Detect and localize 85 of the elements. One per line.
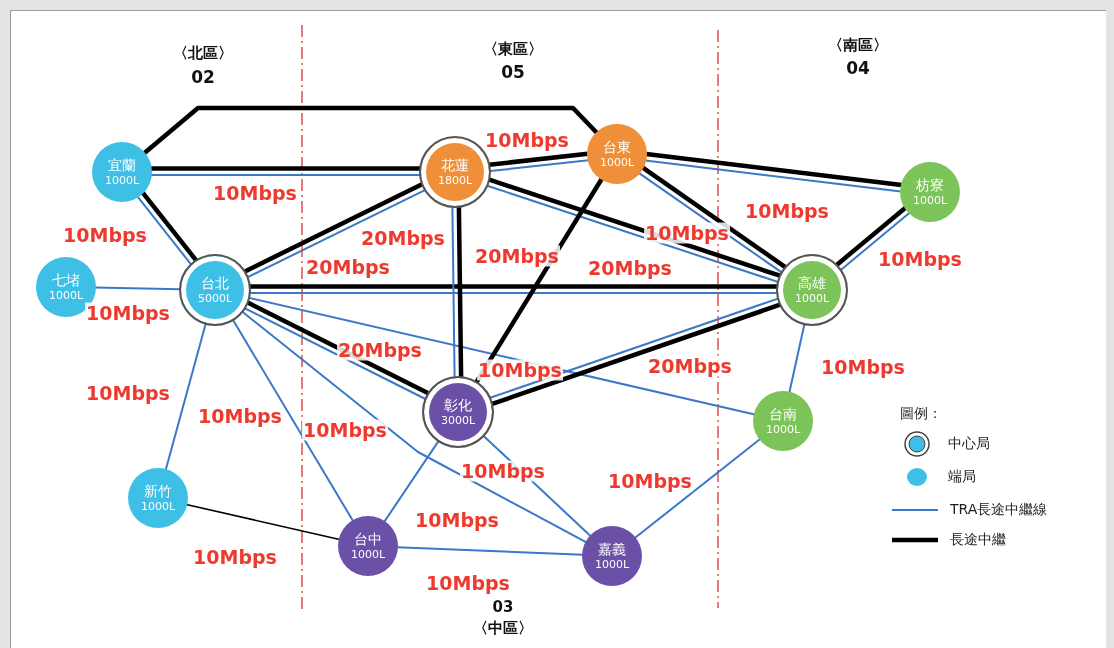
- link-line: [633, 438, 762, 539]
- station-name: 台中: [354, 531, 382, 548]
- capacity-text: 1000L: [599, 156, 635, 169]
- edge-label: 10Mbps: [414, 509, 500, 531]
- station-name: 嘉義: [598, 541, 626, 558]
- edge-label: 20Mbps: [360, 227, 446, 249]
- station-name: 新竹: [144, 483, 172, 500]
- edge-label: 10Mbps: [607, 470, 693, 492]
- region-name: 〈北區〉: [173, 44, 233, 63]
- link-line: [185, 503, 341, 541]
- trunk-line: [151, 166, 420, 171]
- capacity-text: 1000L: [594, 558, 630, 571]
- edge-label: 10Mbps: [484, 129, 570, 151]
- link-line: [383, 440, 440, 523]
- capacity-text: 5000L: [197, 292, 233, 305]
- capacity-text: 1000L: [48, 289, 84, 302]
- trunk-line: [140, 191, 198, 262]
- region-name: 〈中區〉: [473, 619, 533, 638]
- region-code: 02: [191, 67, 215, 87]
- capacity-text: 1000L: [794, 292, 830, 305]
- edge-label: 20Mbps: [587, 257, 673, 279]
- edge-label: 10Mbps: [877, 248, 963, 270]
- link-line: [249, 292, 778, 294]
- region-code: 03: [492, 598, 514, 616]
- edge-label: 10Mbps: [85, 382, 171, 404]
- edge-label: 10Mbps: [820, 356, 906, 378]
- legend-text: 端局: [948, 468, 976, 486]
- capacity-text: 1000L: [765, 423, 801, 436]
- edge-label: 10Mbps: [85, 302, 171, 324]
- link-line: [644, 159, 902, 193]
- trunk-line: [489, 151, 589, 167]
- link-line: [94, 286, 181, 291]
- link-line: [136, 195, 192, 266]
- edge-label: 20Mbps: [337, 339, 423, 361]
- link-line: [248, 296, 756, 416]
- trunk-line: [456, 206, 464, 378]
- edge-label: 10Mbps: [62, 224, 148, 246]
- capacity-text: 3000L: [440, 414, 476, 427]
- station-name: 七堵: [52, 272, 80, 289]
- link-line: [150, 174, 421, 176]
- edge-label: 10Mbps: [192, 546, 278, 568]
- edge-label: 10Mbps: [644, 222, 730, 244]
- link-line: [396, 546, 584, 556]
- station-name: 彰化: [444, 397, 472, 414]
- trunk-line: [142, 105, 599, 156]
- edge-label: 10Mbps: [425, 572, 511, 594]
- edge-label: 10Mbps: [460, 460, 546, 482]
- station-name: 宜蘭: [108, 157, 136, 174]
- link-line: [451, 206, 456, 378]
- station-name: 花蓮: [441, 157, 469, 174]
- edge-label: 10Mbps: [744, 200, 830, 222]
- link-line: [164, 322, 207, 471]
- region-name: 〈東區〉: [483, 40, 543, 59]
- trunk-line: [250, 284, 777, 289]
- trunk-line: [243, 182, 423, 274]
- legend-text: 長途中繼: [950, 531, 1006, 549]
- region-name: 〈南區〉: [828, 36, 888, 55]
- capacity-text: 1800L: [437, 174, 473, 187]
- edge-label: 20Mbps: [305, 256, 391, 278]
- link-line: [489, 159, 590, 173]
- link-line: [246, 189, 426, 279]
- edge-label: 10Mbps: [212, 182, 298, 204]
- capacity-text: 1000L: [912, 194, 948, 207]
- link-line: [788, 323, 806, 394]
- edge-label: 20Mbps: [647, 355, 733, 377]
- edge-label: 20Mbps: [474, 245, 560, 267]
- capacity-text: 1000L: [140, 500, 176, 513]
- region-code: 05: [501, 62, 525, 82]
- link-line: [232, 319, 355, 523]
- link-line: [241, 310, 588, 544]
- trunk-line: [645, 151, 902, 188]
- edge-label: 10Mbps: [477, 359, 563, 381]
- legend-title: 圖例：: [900, 405, 942, 423]
- legend-text: TRA長途中繼線: [950, 501, 1048, 519]
- station-name: 高雄: [798, 275, 826, 292]
- station-name: 台北: [201, 275, 229, 292]
- legend-text: 中心局: [948, 435, 990, 453]
- edge-label: 10Mbps: [197, 405, 283, 427]
- station-name: 台南: [769, 406, 797, 423]
- capacity-text: 1000L: [104, 174, 140, 187]
- region-code: 04: [846, 58, 870, 78]
- station-name: 枋寮: [916, 177, 944, 194]
- edge-label: 10Mbps: [302, 419, 388, 441]
- station-name: 台東: [603, 139, 631, 156]
- capacity-text: 1000L: [350, 548, 386, 561]
